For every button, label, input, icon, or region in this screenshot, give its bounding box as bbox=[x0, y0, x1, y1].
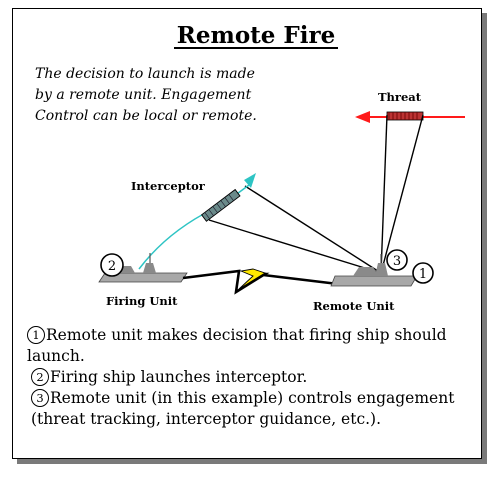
marker-2-number: 2 bbox=[108, 259, 116, 274]
firing-unit-label: Firing Unit bbox=[106, 294, 178, 308]
remote-unit-label: Remote Unit bbox=[313, 299, 395, 313]
threat-missile bbox=[386, 111, 424, 121]
threat-label: Threat bbox=[378, 90, 422, 104]
diagram-panel: Remote Fire The decision to launch is ma… bbox=[12, 8, 482, 459]
marker-3-circle bbox=[386, 249, 408, 271]
intro-line-2: by a remote unit. Engagement bbox=[35, 87, 252, 103]
remote-ship-icon bbox=[330, 254, 418, 287]
marker-3-number: 3 bbox=[393, 254, 401, 269]
intro-line-3: Control can be local or remote. bbox=[35, 108, 257, 124]
remote-fire-diagram: Remote Fire The decision to launch is ma… bbox=[35, 22, 465, 313]
note-2-marker: 2 bbox=[31, 368, 49, 386]
note-1-text: Remote unit makes decision that firing s… bbox=[27, 326, 447, 365]
marker-2-circle bbox=[100, 253, 124, 277]
note-3-text: Remote unit (in this example) controls e… bbox=[31, 389, 455, 428]
tracking-beams bbox=[208, 114, 424, 274]
note-3-marker: 3 bbox=[31, 389, 49, 407]
intro-line-1: The decision to launch is made bbox=[35, 66, 255, 82]
note-2-text: Firing ship launches interceptor. bbox=[50, 368, 308, 386]
datalink-icon bbox=[182, 268, 339, 295]
diagram-title: Remote Fire bbox=[177, 22, 336, 49]
interceptor-missile bbox=[200, 188, 241, 222]
interceptor-label: Interceptor bbox=[131, 179, 206, 193]
marker-1-number: 1 bbox=[419, 267, 427, 282]
firing-ship-icon bbox=[98, 253, 188, 283]
note-1-marker: 1 bbox=[27, 326, 45, 344]
marker-1-circle bbox=[412, 262, 434, 284]
